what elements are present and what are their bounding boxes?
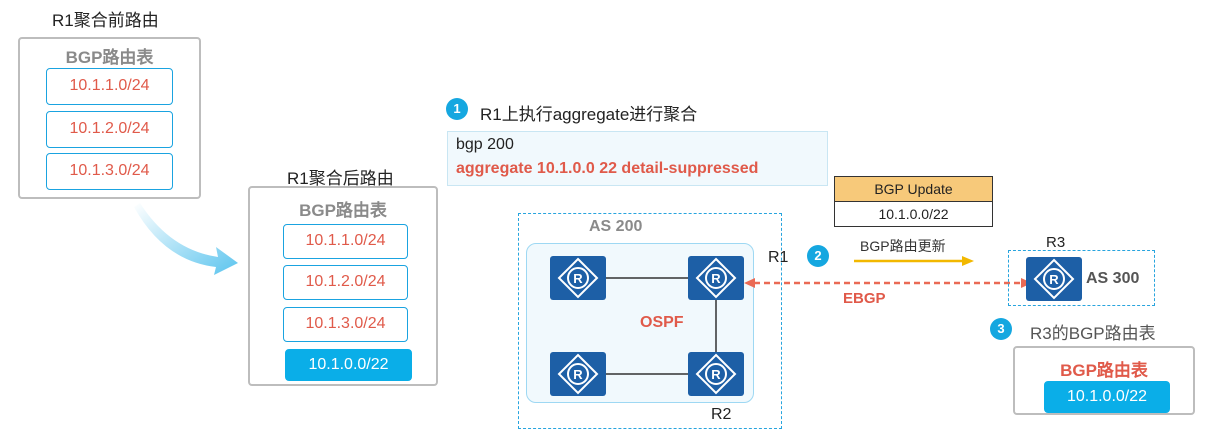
r3-route: 10.1.0.0/22 [1044,381,1170,413]
r2-label: R2 [711,406,732,423]
router-icon: R [557,353,599,395]
before-route-2: 10.1.2.0/24 [46,111,173,148]
svg-text:R: R [1049,272,1059,287]
svg-text:R: R [711,271,721,286]
transition-arrow [134,203,238,275]
step1-text: R1上执行aggregate进行聚合 [480,105,698,124]
r3-table-title: BGP路由表 [1060,361,1148,380]
before-caption: R1聚合前路由 [52,11,159,30]
router-icon: R [695,257,737,299]
step2-text: BGP路由更新 [860,238,946,254]
as300-boundary [1008,250,1155,306]
router-icon: R [695,353,737,395]
router-r3: R [1026,257,1082,301]
after-route-3: 10.1.3.0/24 [283,307,408,342]
step1-badge: 1 [446,98,468,120]
svg-text:R: R [711,367,721,382]
before-route-1: 10.1.1.0/24 [46,68,173,105]
before-route-3: 10.1.3.0/24 [46,153,173,190]
router-top-left: R [550,256,606,300]
before-bgp-table: BGP路由表 10.1.1.0/24 10.1.2.0/24 10.1.3.0/… [18,37,201,199]
update-arrow [854,256,974,266]
ebgp-label: EBGP [843,290,886,307]
config-box: bgp 200 aggregate 10.1.0.0 22 detail-sup… [447,131,828,186]
r3-bgp-table: BGP路由表 10.1.0.0/22 [1013,346,1195,415]
svg-text:R: R [573,271,583,286]
router-r2: R [688,352,744,396]
router-bottom-left: R [550,352,606,396]
after-aggregate-route: 10.1.0.0/22 [285,349,412,381]
bgp-update-route: 10.1.0.0/22 [878,206,949,222]
after-route-2: 10.1.2.0/24 [283,265,408,300]
as200-label: AS 200 [589,218,643,235]
as200-boundary [518,213,782,429]
step2-badge: 2 [807,245,829,267]
r3-label: R3 [1046,234,1066,251]
ospf-label: OSPF [640,314,684,331]
after-table-title: BGP路由表 [299,201,387,220]
step3-text: R3的BGP路由表 [1030,324,1156,343]
step3-badge: 3 [990,318,1012,340]
ospf-links [606,277,717,375]
bgp-update-box: BGP Update 10.1.0.0/22 [834,176,993,227]
after-bgp-table: BGP路由表 10.1.1.0/24 10.1.2.0/24 10.1.3.0/… [248,186,438,386]
bgp-update-header: BGP Update [835,177,992,202]
config-line-1: bgp 200 [456,136,514,153]
svg-text:R: R [573,367,583,382]
config-line-2: aggregate 10.1.0.0 22 detail-suppressed [456,160,759,177]
r1-label: R1 [768,249,789,266]
router-icon: R [1033,258,1075,300]
router-icon: R [557,257,599,299]
router-r1: R [688,256,744,300]
ebgp-link [744,278,1032,288]
after-route-1: 10.1.1.0/24 [283,224,408,259]
as300-label: AS 300 [1086,270,1140,287]
before-table-title: BGP路由表 [65,48,154,67]
after-caption: R1聚合后路由 [287,169,394,188]
